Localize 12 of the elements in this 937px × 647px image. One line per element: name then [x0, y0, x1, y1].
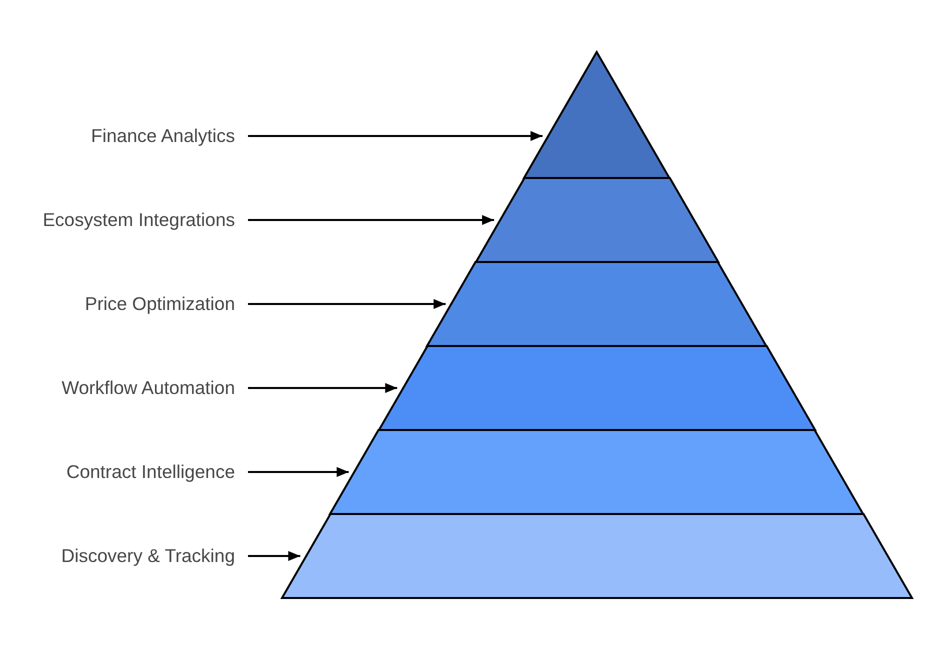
arrow [248, 467, 349, 477]
layer-label: Workflow Automation [62, 377, 235, 399]
layer-label: Ecosystem Integrations [42, 209, 235, 231]
arrow [248, 299, 446, 309]
arrow [248, 383, 398, 393]
layer-label: Price Optimization [84, 293, 235, 315]
arrow [248, 215, 494, 225]
layer-label: Finance Analytics [91, 125, 235, 147]
arrow [248, 551, 300, 561]
arrow [248, 131, 543, 141]
layer-label: Contract Intelligence [66, 461, 235, 483]
layer-label: Discovery & Tracking [61, 545, 235, 567]
